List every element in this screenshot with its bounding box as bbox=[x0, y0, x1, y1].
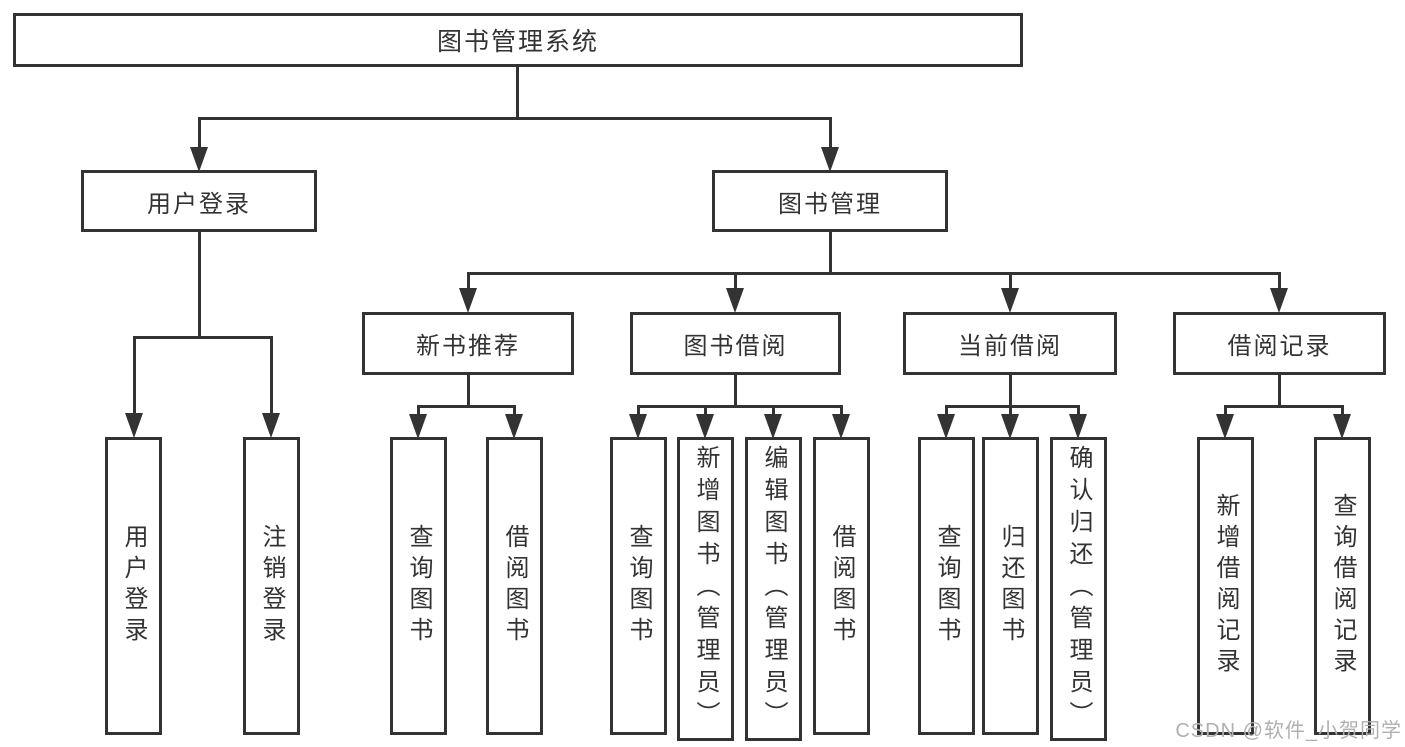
node-book-borrow: 图书借阅 bbox=[630, 312, 841, 375]
connector-hline bbox=[945, 405, 1079, 408]
arrowhead-down bbox=[629, 414, 647, 439]
connector-vline bbox=[467, 272, 470, 289]
arrowhead-down bbox=[1216, 414, 1234, 439]
connector-vline bbox=[637, 405, 640, 416]
arrowhead-down bbox=[832, 414, 850, 439]
watermark-text: CSDN @软件_小贺同学 bbox=[1175, 720, 1402, 742]
leaf-borrow-search-books: 查询图书 bbox=[610, 437, 667, 735]
connector-vline bbox=[270, 336, 273, 414]
connector-vline bbox=[734, 373, 737, 407]
arrowhead-down bbox=[764, 414, 782, 439]
connector-vline bbox=[1341, 405, 1344, 416]
arrowhead-down bbox=[1069, 414, 1087, 439]
node-borrow-records: 借阅记录 bbox=[1173, 312, 1386, 375]
connector-vline bbox=[133, 336, 136, 414]
arrowhead-down bbox=[1270, 288, 1288, 313]
leaf-current-confirm-return-admin: 确认归还（管理员） bbox=[1050, 437, 1107, 741]
arrowhead-down bbox=[190, 147, 208, 172]
connector-vline bbox=[829, 230, 832, 275]
connector-vline bbox=[198, 230, 201, 337]
connector-vline bbox=[198, 117, 201, 149]
arrowhead-down bbox=[937, 414, 955, 439]
leaf-current-return-books: 归还图书 bbox=[982, 437, 1039, 735]
connector-hline bbox=[417, 405, 516, 408]
connector-hline bbox=[637, 405, 842, 408]
arrowhead-down bbox=[1001, 288, 1019, 313]
arrowhead-down bbox=[262, 413, 280, 438]
arrowhead-down bbox=[459, 288, 477, 313]
connector-vline bbox=[1009, 373, 1012, 407]
arrowhead-down bbox=[409, 414, 427, 439]
connector-vline bbox=[840, 405, 843, 416]
connector-vline bbox=[516, 64, 519, 120]
connector-vline bbox=[1278, 272, 1281, 289]
connector-vline bbox=[772, 405, 775, 416]
connector-vline bbox=[467, 373, 470, 407]
connector-vline bbox=[829, 117, 832, 149]
root-node-library-system: 图书管理系统 bbox=[13, 13, 1023, 67]
arrowhead-down bbox=[505, 414, 523, 439]
leaf-recommend-borrow-books: 借阅图书 bbox=[486, 437, 543, 735]
connector-vline bbox=[513, 405, 516, 416]
connector-vline bbox=[1009, 272, 1012, 289]
connector-vline bbox=[1224, 405, 1227, 416]
arrowhead-down bbox=[1001, 414, 1019, 439]
leaf-current-search-books: 查询图书 bbox=[918, 437, 975, 735]
connector-vline bbox=[417, 405, 420, 416]
node-user-login: 用户登录 bbox=[81, 170, 317, 232]
node-book-management: 图书管理 bbox=[712, 170, 948, 232]
leaf-borrow-borrow-books: 借阅图书 bbox=[813, 437, 870, 735]
leaf-recommend-search-books: 查询图书 bbox=[390, 437, 447, 735]
connector-hline bbox=[467, 272, 1281, 275]
node-current-borrow: 当前借阅 bbox=[903, 312, 1117, 375]
connector-vline bbox=[1077, 405, 1080, 416]
connector-vline bbox=[734, 272, 737, 289]
arrowhead-down bbox=[821, 147, 839, 172]
leaf-borrow-add-books-admin: 新增图书（管理员） bbox=[677, 437, 734, 741]
connector-vline bbox=[945, 405, 948, 416]
arrowhead-down bbox=[726, 288, 744, 313]
arrowhead-down bbox=[696, 414, 714, 439]
connector-vline bbox=[1009, 405, 1012, 416]
leaf-logout-login: 注销登录 bbox=[243, 437, 300, 735]
connector-vline bbox=[1278, 373, 1281, 407]
leaf-borrow-edit-books-admin: 编辑图书（管理员） bbox=[745, 437, 802, 741]
arrowhead-down bbox=[1333, 414, 1351, 439]
leaf-user-login: 用户登录 bbox=[105, 437, 162, 735]
leaf-records-search-record: 查询借阅记录 bbox=[1314, 437, 1371, 735]
arrowhead-down bbox=[125, 413, 143, 438]
node-new-book-recommend: 新书推荐 bbox=[362, 312, 574, 375]
connector-vline bbox=[704, 405, 707, 416]
leaf-records-add-record: 新增借阅记录 bbox=[1197, 437, 1254, 735]
connector-hline bbox=[1224, 405, 1343, 408]
connector-hline bbox=[133, 336, 273, 339]
connector-hline bbox=[198, 117, 831, 120]
